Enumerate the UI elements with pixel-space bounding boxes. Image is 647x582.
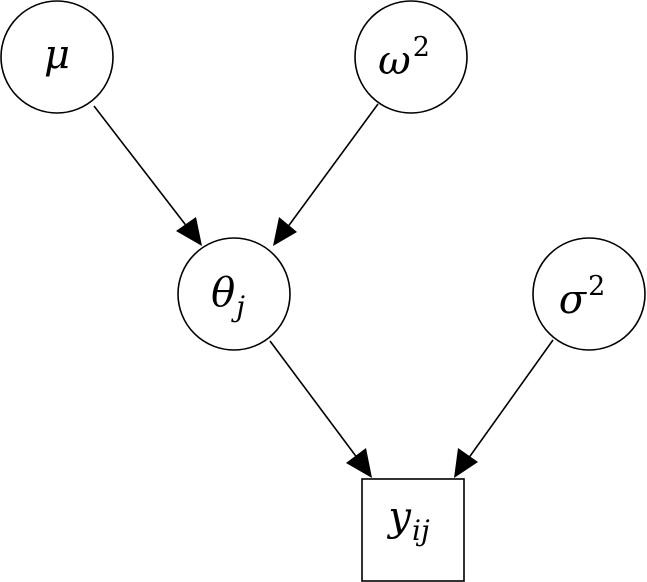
edge-theta-to-y [269,340,372,478]
node-omega-squared-circle [354,0,468,114]
node-mu-circle [0,0,114,114]
node-theta-j-circle [177,237,291,351]
node-y-ij-label: yij [386,494,430,547]
node-mu: μ [0,0,114,114]
node-mu-label: μ [44,32,70,78]
node-sigma-squared-label: σ2 [559,271,606,323]
node-theta-j-label: θj [211,270,245,323]
node-theta-j: θj [177,237,291,351]
edge-sigma-to-y [454,339,554,478]
node-y-ij: yij [361,478,465,582]
node-sigma-squared: σ2 [532,237,646,351]
node-omega-squared: ω2 [354,0,468,114]
node-y-ij-square [361,478,465,582]
edge-omega-to-theta [273,103,379,246]
node-omega-squared-label: ω2 [378,32,430,84]
node-sigma-squared-circle [532,237,646,351]
edge-mu-to-theta [93,105,202,246]
